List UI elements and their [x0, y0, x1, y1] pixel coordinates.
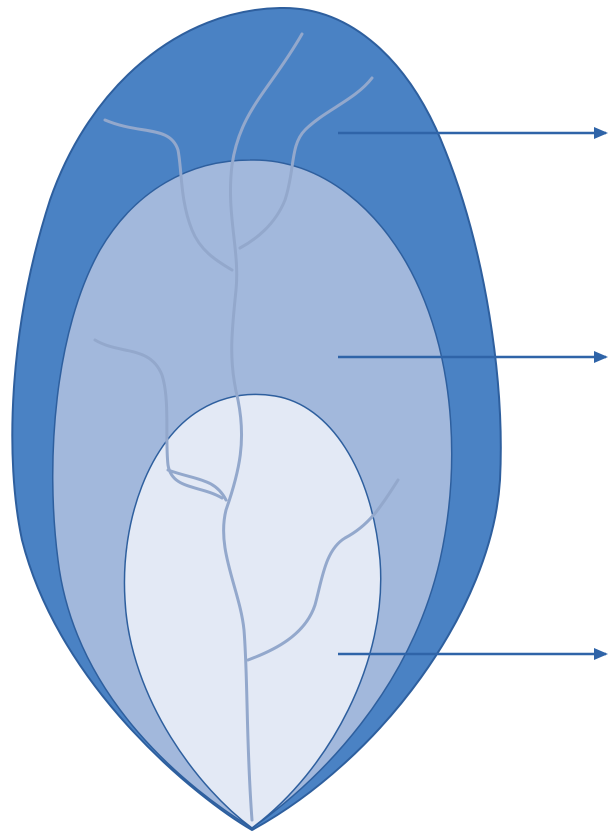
- diagram-svg: [0, 0, 612, 835]
- layered-egg-diagram: [0, 0, 612, 835]
